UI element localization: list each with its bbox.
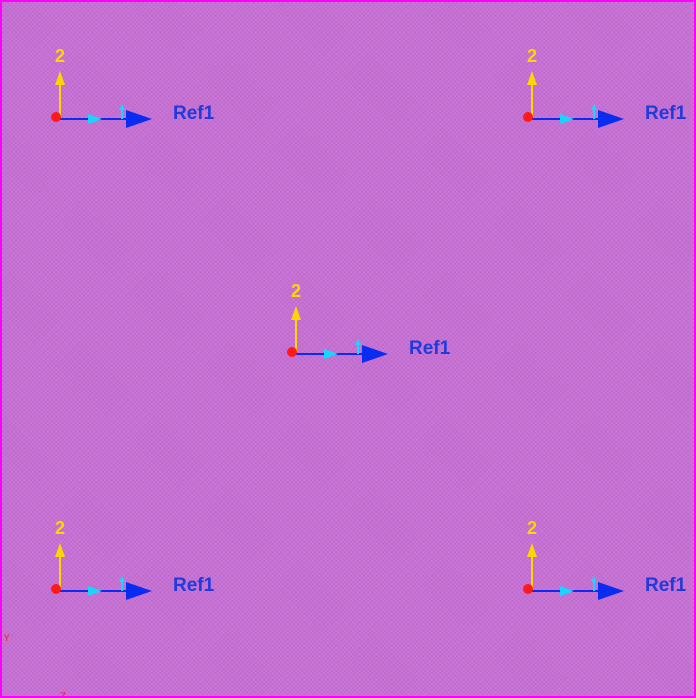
axis-1-arrowhead [362,345,388,363]
ref-label: Ref1 [409,338,451,359]
axis-1-arrowhead [126,582,152,600]
axis-2-label: 2 [291,281,301,301]
ref-label: Ref1 [173,103,215,124]
axis-2-arrowhead [55,71,65,85]
axis-2-arrowhead [527,543,537,557]
axis-1-tick-arrow [591,104,597,110]
axis-1-inner-arrow [560,114,574,124]
axis-1-tick-arrow [591,576,597,582]
axis-1-arrowhead [126,110,152,128]
axis-1-inner-arrow [88,114,102,124]
axis-1-inner-arrow [560,586,574,596]
ref-label: Ref1 [173,575,215,596]
ref-label: Ref1 [645,103,687,124]
axis-2-label: 2 [527,518,537,538]
origin-point [287,347,297,357]
axis-2-label: 2 [55,46,65,66]
origin-point [51,112,61,122]
axis-1-tick-arrow [119,104,125,110]
origin-point [523,112,533,122]
global-axis-triad: Y Z [3,634,66,698]
axis-2-label: 2 [55,518,65,538]
axis-2-arrowhead [527,71,537,85]
origin-point [523,584,533,594]
axis-1-inner-arrow [324,349,338,359]
axis-1-arrowhead [598,110,624,128]
global-y-label: Y [3,634,10,644]
axis-1-arrowhead [598,582,624,600]
axis-2-label: 2 [527,46,537,66]
axis-2-arrowhead [291,306,301,320]
axis-1-tick-arrow [119,576,125,582]
axis-1-tick-arrow [355,339,361,345]
axis-1-inner-arrow [88,586,102,596]
ref-label: Ref1 [645,575,687,596]
axis-2-arrowhead [55,543,65,557]
global-z-label: Z [60,692,66,698]
origin-point [51,584,61,594]
